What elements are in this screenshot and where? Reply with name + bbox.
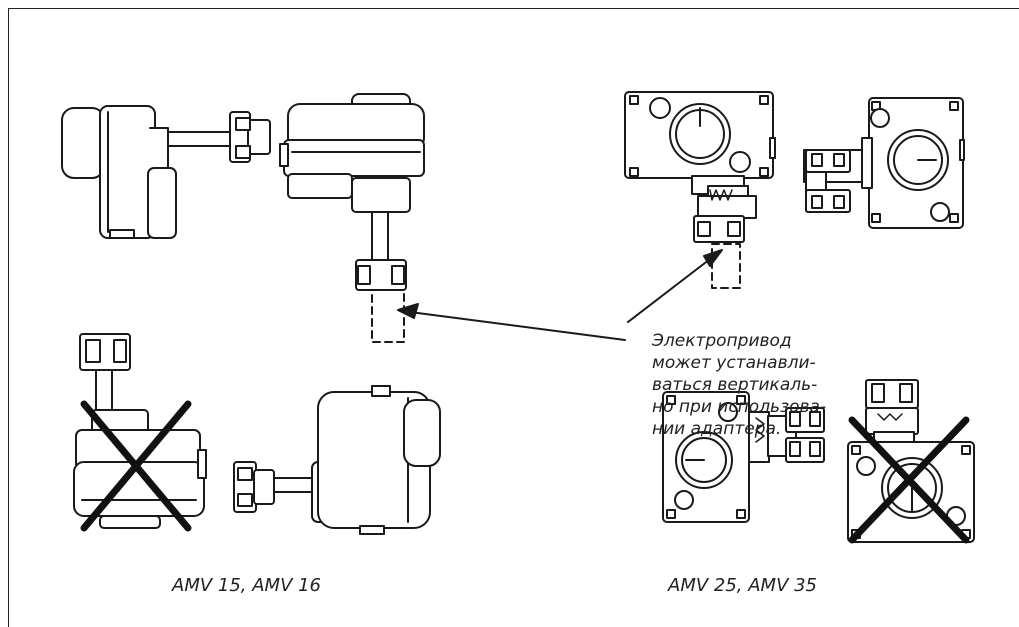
leader-arrow-right	[627, 249, 723, 323]
amv15-upside-down-wrong	[73, 333, 207, 532]
note-line: но при использова-	[652, 397, 827, 417]
note-line: ваться вертикаль-	[652, 375, 818, 395]
amv25-horizontal-mirrored	[662, 391, 825, 523]
installation-note: Электропривод может устанавли- ваться ве…	[652, 330, 872, 440]
caption-amv15-amv16: AMV 15, AMV 16	[172, 575, 322, 596]
amv15-vertical-with-adapter	[279, 93, 425, 343]
amv25-horizontal	[803, 97, 965, 229]
amv25-upside-down-wrong	[847, 379, 975, 544]
leader-arrow-left	[397, 303, 626, 341]
note-line: может устанавли-	[652, 353, 816, 373]
caption-amv25-amv35: AMV 25, AMV 35	[668, 575, 818, 596]
amv25-vertical-with-adapter	[624, 91, 776, 289]
figure-frame	[8, 8, 1019, 627]
amv15-horizontal-side-view	[61, 105, 271, 239]
note-line: Электропривод	[652, 331, 792, 351]
amv15-horizontal-mirrored	[233, 385, 441, 535]
note-line: нии адаптера.	[652, 419, 782, 439]
